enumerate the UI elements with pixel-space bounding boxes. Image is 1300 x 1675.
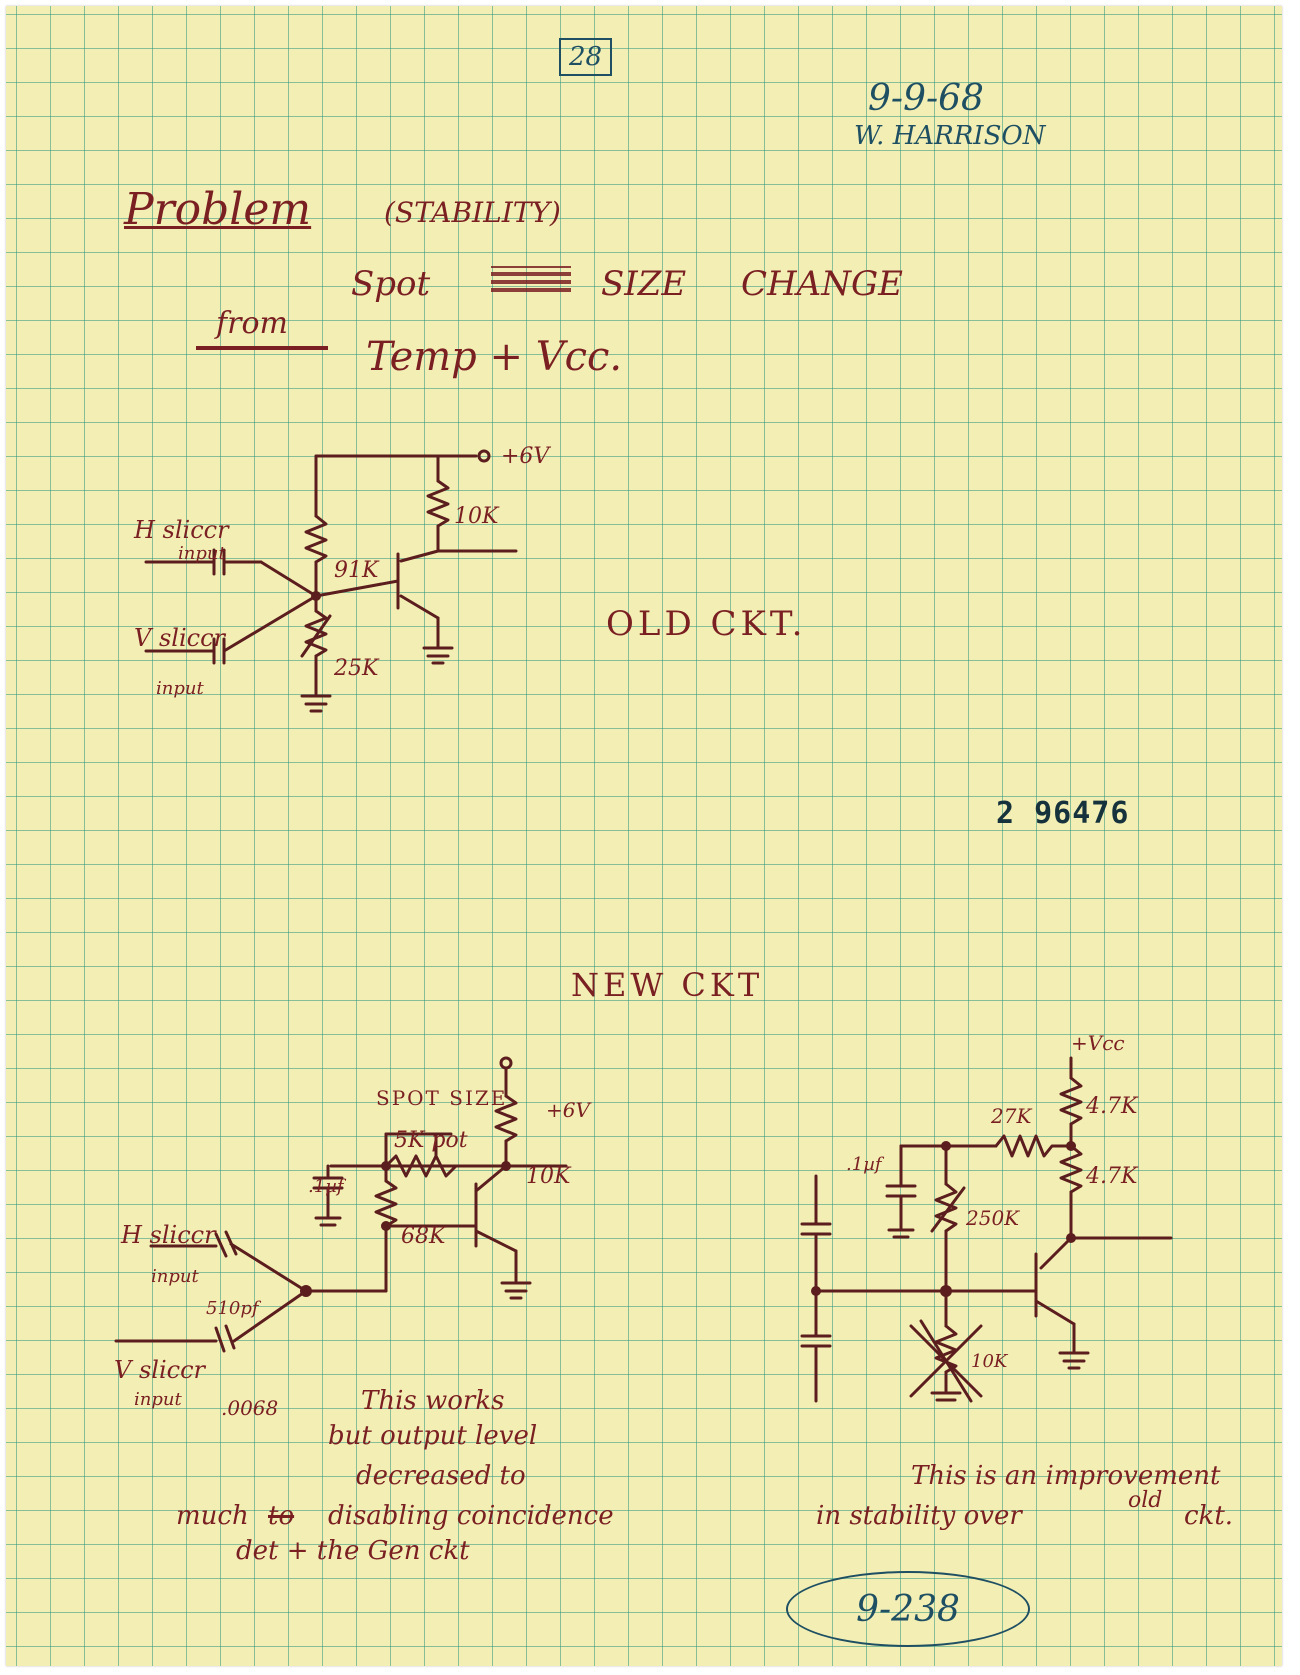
- new-right-r-crossed-label: 10K: [971, 1351, 1008, 1372]
- note-left-line4-struck: to: [268, 1501, 295, 1531]
- line1-change: CHANGE: [741, 264, 903, 304]
- circuit-drawings: [114, 449, 1173, 1403]
- new-left-cap-h-label: 510pf: [206, 1298, 259, 1319]
- old-supply-label: +6V: [501, 444, 550, 469]
- note-left-line4-c: disabling coincidence: [328, 1501, 614, 1531]
- old-circuit-wiring: [144, 449, 518, 713]
- archive-oval-text: 9-238: [856, 1588, 960, 1630]
- new-left-r-collector-label: 10K: [526, 1164, 571, 1189]
- line1-size: SIZE: [601, 264, 687, 304]
- old-circuit-caption: OLD CKT.: [606, 604, 807, 644]
- line1-scribble: [491, 266, 571, 292]
- new-left-v-input-sub: input: [134, 1389, 182, 1410]
- new-right-r-mid-label: 4.7K: [1086, 1164, 1138, 1189]
- note-right-line2-ckt: ckt.: [1184, 1501, 1234, 1531]
- new-right-r-feedback-label: 27K: [991, 1104, 1032, 1128]
- new-circuit-left-wiring: [114, 1056, 568, 1353]
- new-left-v-input-label: V sliccr: [114, 1356, 205, 1384]
- archive-oval-label: 9-238: [786, 1571, 1030, 1647]
- old-r-top-label: 91K: [334, 558, 379, 583]
- note-left-line5: det + the Gen ckt: [236, 1536, 470, 1566]
- line2-from: from: [216, 306, 288, 341]
- old-h-input-label: H sliccr: [134, 516, 229, 544]
- old-v-input-sub: input: [156, 678, 204, 699]
- new-left-cap-top-label: .1µf: [308, 1176, 344, 1197]
- old-v-input-label: V sliccr: [134, 624, 225, 652]
- new-left-cap-v-label: .0068: [221, 1396, 279, 1420]
- new-right-cap-top-label: .1µf: [846, 1154, 882, 1175]
- note-right-line2-old: old: [1128, 1488, 1163, 1513]
- page-number-box: 28: [559, 38, 613, 76]
- old-h-input-sub: input: [178, 543, 226, 564]
- new-left-supply-label: +6V: [546, 1098, 590, 1122]
- problem-title: Problem: [124, 184, 312, 235]
- line2-rest: Temp + Vcc.: [366, 334, 623, 380]
- note-left-line2: but output level: [328, 1421, 538, 1451]
- new-left-r-base-label: 68K: [401, 1224, 446, 1249]
- old-r-collector-label: 10K: [454, 504, 499, 529]
- note-left-line1: This works: [361, 1386, 505, 1416]
- author: W. HARRISON: [854, 121, 1046, 151]
- line2-crossed-word: [196, 346, 328, 350]
- new-right-supply-label: +Vcc: [1071, 1031, 1125, 1055]
- new-circuit-caption: NEW CKT: [571, 966, 764, 1004]
- note-left-line3: decreased to: [356, 1461, 526, 1491]
- new-spot-size-label: SPOT SIZE: [376, 1086, 508, 1110]
- note-left-line4-a: much: [176, 1501, 249, 1531]
- problem-subtitle: (STABILITY): [384, 196, 561, 229]
- old-r-bottom-label: 25K: [334, 656, 379, 681]
- date: 9-9-68: [868, 78, 984, 119]
- note-right-line1: This is an improvement: [911, 1461, 1221, 1491]
- stamped-number: 2 96476: [996, 796, 1130, 831]
- new-right-r-top-label: 4.7K: [1086, 1094, 1138, 1119]
- note-right-line2: in stability over: [816, 1501, 1022, 1531]
- new-right-r-var-label: 250K: [966, 1206, 1020, 1230]
- line1-spot: Spot: [351, 264, 431, 304]
- new-left-h-input-label: H sliccr: [121, 1221, 216, 1249]
- new-pot-label: 5K pot: [394, 1128, 468, 1153]
- grid-paper-page: 28 9-9-68 W. HARRISON Problem (STABILITY…: [6, 6, 1282, 1666]
- new-left-h-input-sub: input: [151, 1266, 199, 1287]
